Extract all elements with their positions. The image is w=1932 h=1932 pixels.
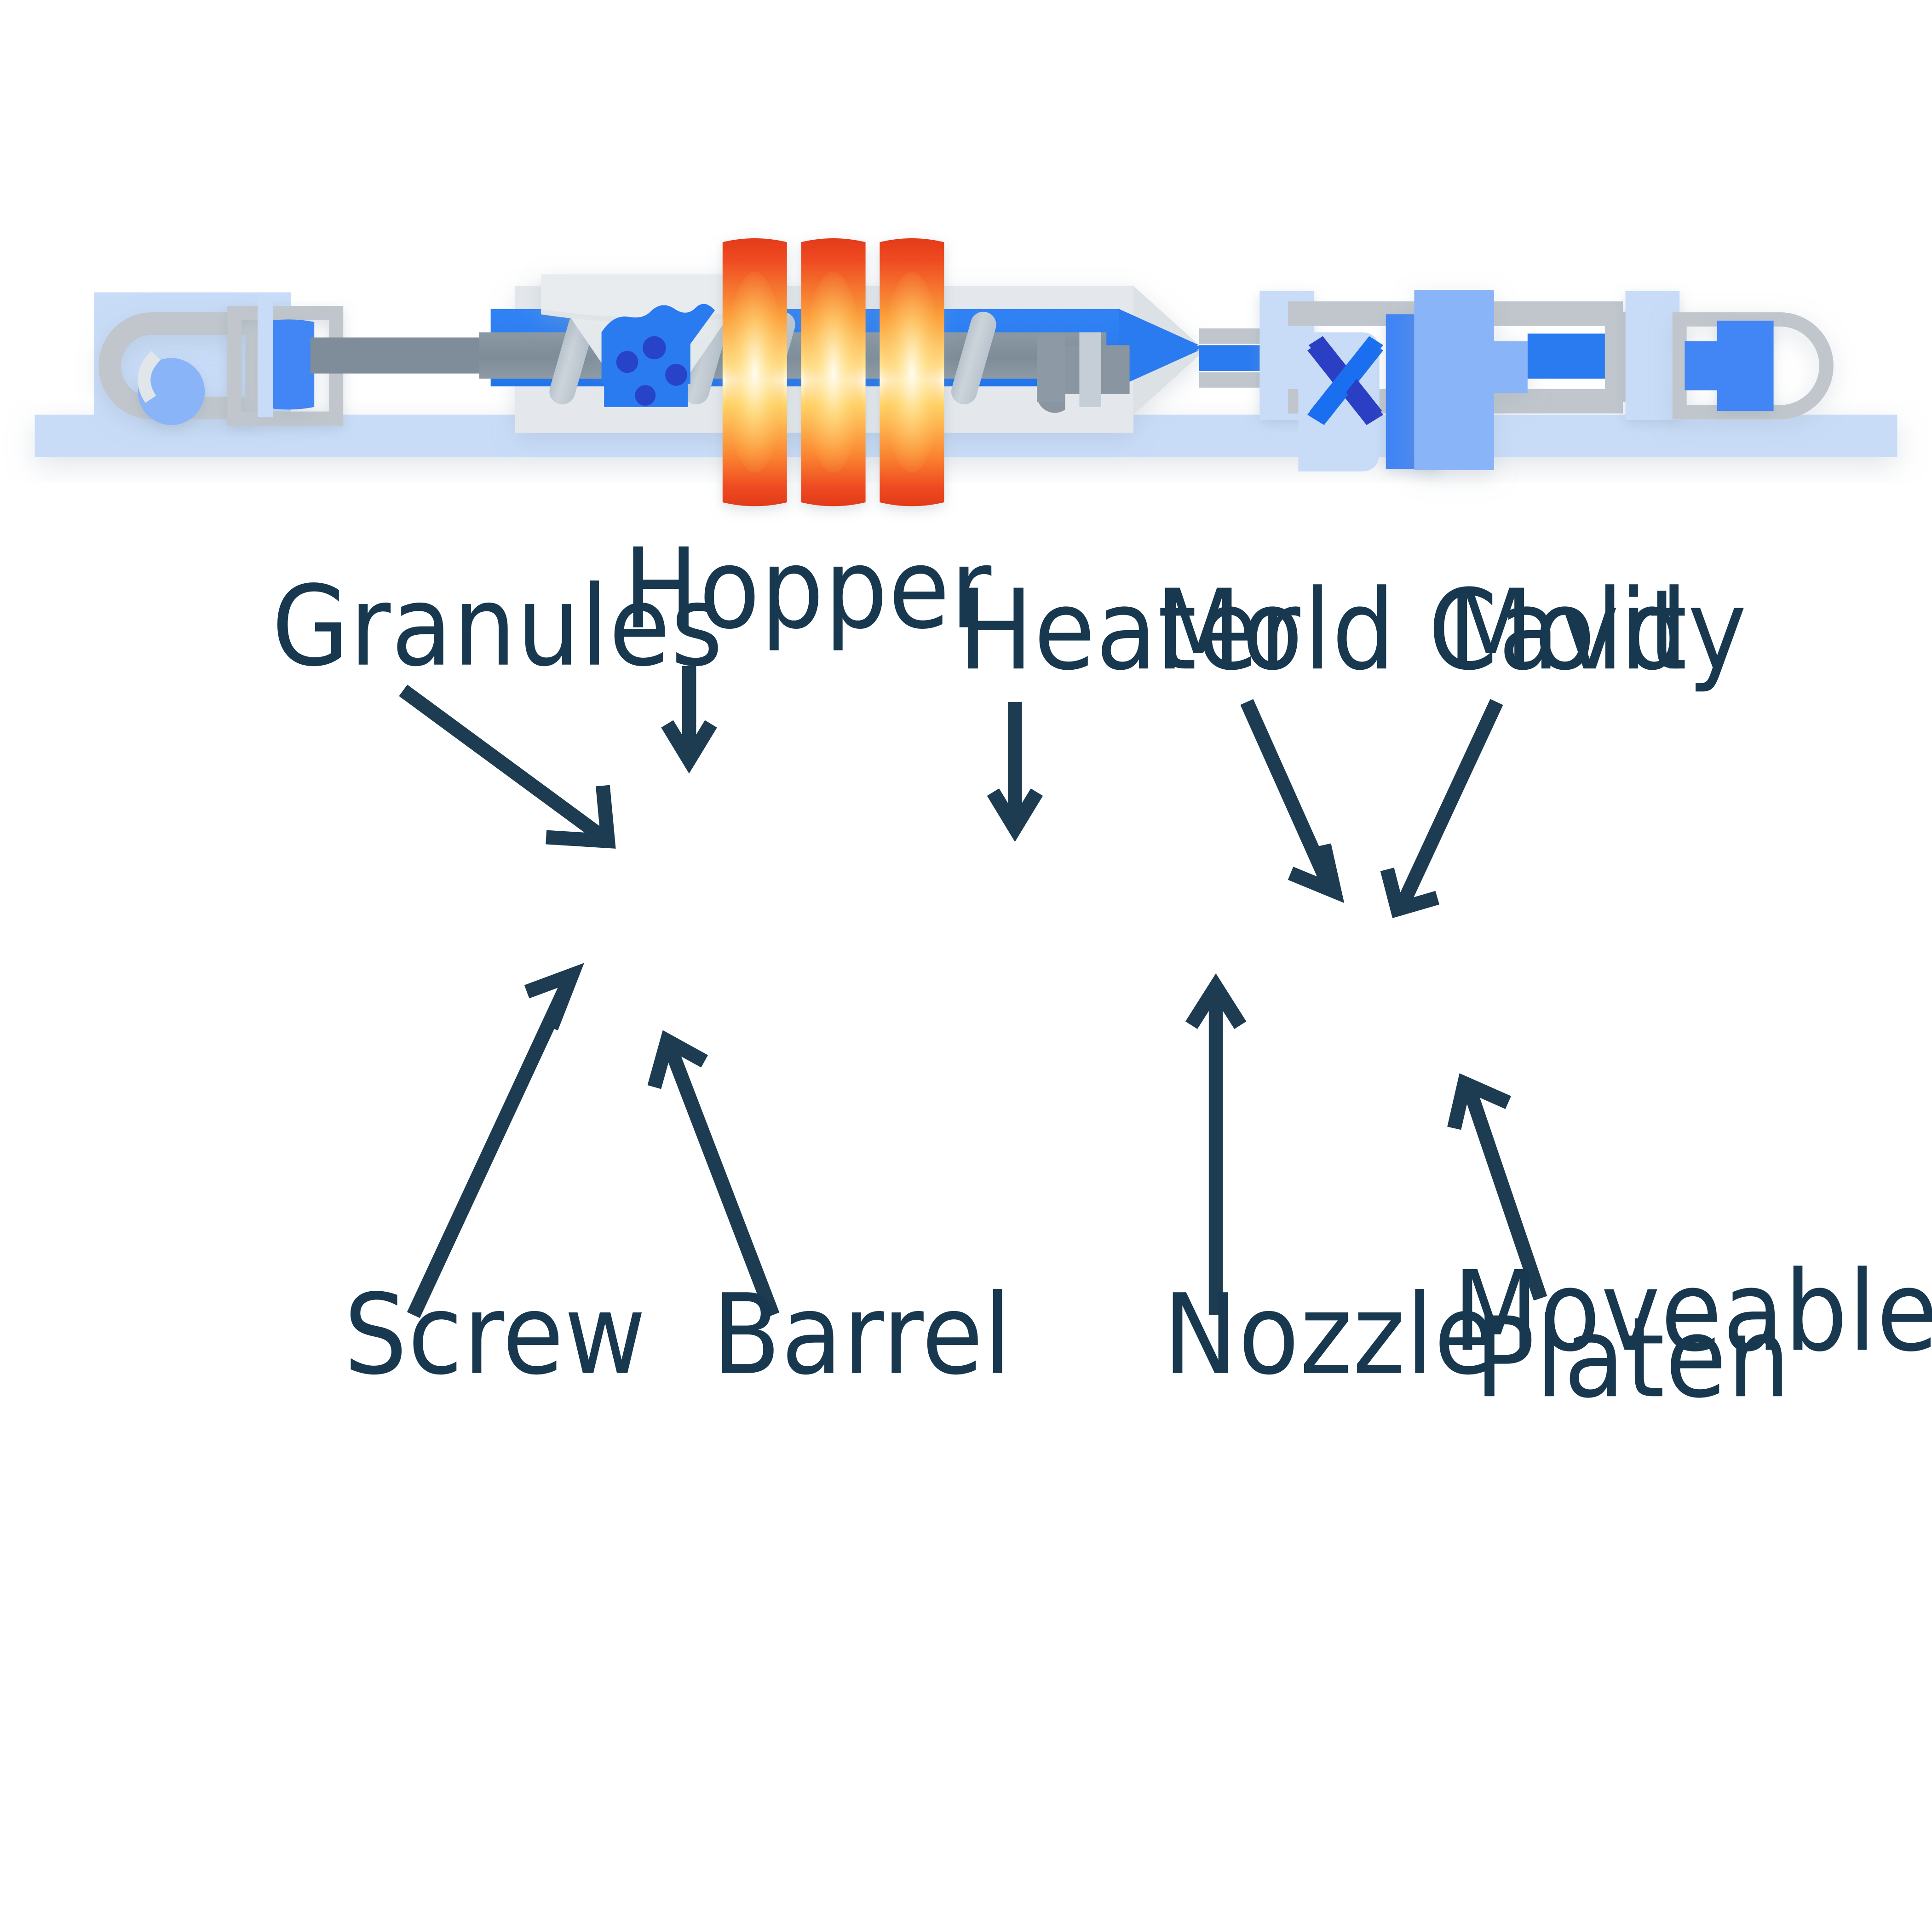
labels: Granules Hopper Heater Mold Cavity Mold … bbox=[272, 524, 1932, 1423]
pump-hose bbox=[138, 351, 161, 403]
label-mold: Mold bbox=[1448, 565, 1688, 695]
label-hopper: Hopper bbox=[623, 524, 992, 654]
pump-circle bbox=[138, 358, 205, 425]
moveable-platen bbox=[1414, 290, 1528, 470]
heater-band-3 bbox=[880, 238, 944, 506]
heater-band-1 bbox=[722, 238, 787, 506]
label-screw: Screw bbox=[344, 1270, 647, 1399]
heater-bands bbox=[722, 238, 944, 506]
clamp-ram bbox=[1527, 334, 1621, 379]
screw-tip-check-ring bbox=[1037, 332, 1130, 413]
right-piston-stub bbox=[1685, 341, 1721, 391]
label-mold-cavity: Mold Cavity bbox=[1156, 565, 1748, 695]
right-piston bbox=[1717, 321, 1774, 411]
label-heater: Heater bbox=[958, 565, 1301, 695]
label-barrel: Barrel bbox=[712, 1270, 1012, 1399]
mold-cavity bbox=[1298, 332, 1384, 472]
heater-band-2 bbox=[801, 238, 866, 506]
label-moveable-platen-line2: Platen bbox=[1475, 1293, 1791, 1422]
molded-part-x bbox=[1307, 336, 1384, 425]
left-piston bbox=[263, 319, 315, 410]
label-moveable-platen-line1: Moveable bbox=[1453, 1247, 1932, 1376]
left-upright bbox=[258, 292, 273, 418]
label-granules: Granules bbox=[272, 562, 724, 691]
label-nozzle: Nozzle bbox=[1163, 1270, 1496, 1399]
granules bbox=[601, 304, 715, 407]
right-upright bbox=[1625, 291, 1680, 420]
right-hydraulic-clamp bbox=[1672, 312, 1834, 420]
leader-lines bbox=[399, 666, 1547, 1318]
granule-dots bbox=[616, 336, 687, 406]
